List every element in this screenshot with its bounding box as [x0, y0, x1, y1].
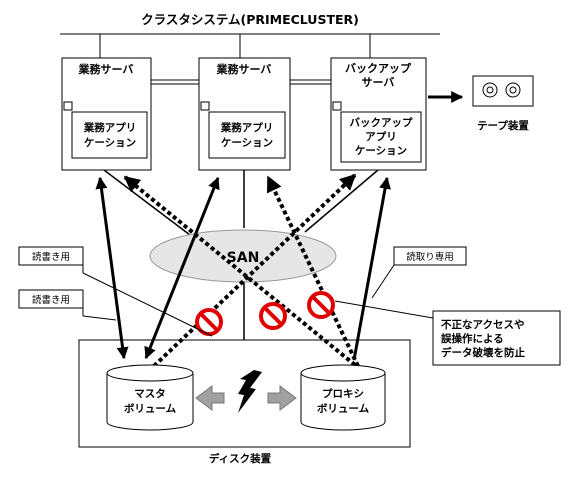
app-label-line2: ケーション [84, 137, 136, 149]
ro-arrow [352, 176, 391, 361]
prohibit-sign-icon [259, 302, 287, 330]
server-business-1: 業務サーバ 業務アプリ ケーション [61, 57, 152, 171]
server-business-2: 業務サーバ 業務アプリ ケーション [198, 57, 291, 171]
app-label-line1: 業務アプリ [83, 121, 137, 134]
callout-note: 不正なアクセスや 誤操作による データ破壊を防止 [334, 300, 561, 366]
app-label-line3: ケーション [355, 145, 407, 157]
server-label-line1: バックアップ [345, 61, 412, 75]
volume-label-line2: ボリューム [317, 402, 370, 415]
server-interconnect [150, 79, 332, 85]
tape-box [472, 75, 534, 107]
callout-ro: 読取り専用 [371, 246, 467, 299]
note-line3: データ破壊を防止 [441, 346, 525, 359]
proxy-volume: プロキシ ボリューム [300, 364, 386, 431]
dotted-arrow [152, 173, 357, 368]
small-square-icon [200, 101, 210, 111]
server-label: 業務サーバ [216, 62, 272, 76]
small-square-icon [332, 101, 342, 111]
app-label-line2: ケーション [221, 137, 273, 149]
volume-label-line2: ボリューム [124, 402, 177, 415]
san-label: SAN [227, 250, 260, 266]
note-line2: 誤操作による [441, 332, 504, 345]
callout-label: 読書き用 [32, 294, 70, 306]
master-volume: マスタ ボリューム [106, 364, 194, 431]
app-box [71, 111, 148, 159]
server-label-line2: サーバ [362, 76, 395, 89]
app-label-line1: バックアップ [350, 116, 413, 129]
tape-device: テープ装置 [428, 75, 534, 132]
tape-label: テープ装置 [477, 119, 529, 132]
app-box [208, 111, 286, 159]
server-backup: バックアップ サーバ バックアップ アプリ ケーション [330, 57, 427, 171]
allowed-paths [95, 176, 391, 361]
app-label-line2: アプリ [365, 130, 397, 143]
volume-label-line1: プロキシ [322, 387, 364, 400]
prohibited-paths [123, 173, 360, 368]
note-line1: 不正なアクセスや [441, 319, 524, 331]
callout-label: 読取り専用 [406, 251, 454, 263]
lightning-icon [238, 370, 262, 413]
callout-label: 読書き用 [32, 251, 70, 263]
right-arrow-icon [267, 385, 297, 411]
small-square-icon [63, 101, 73, 111]
disk-device-label: ディスク装置 [209, 452, 272, 465]
left-arrow-icon [195, 385, 225, 411]
volume-label-line1: マスタ [134, 388, 166, 400]
prohibit-sign-icon [307, 291, 335, 319]
app-label-line1: 業務アプリ [220, 121, 274, 134]
rw-arrow-2 [144, 176, 220, 360]
app-box [340, 111, 422, 163]
server-label: 業務サーバ [78, 62, 134, 76]
callout-rw-1: 読書き用 [18, 246, 213, 337]
rw-arrow-1 [95, 176, 129, 360]
callout-rw-2: 読書き用 [18, 289, 117, 321]
diagram-title: クラスタシステム(PRIMECLUSTER) [141, 12, 359, 27]
